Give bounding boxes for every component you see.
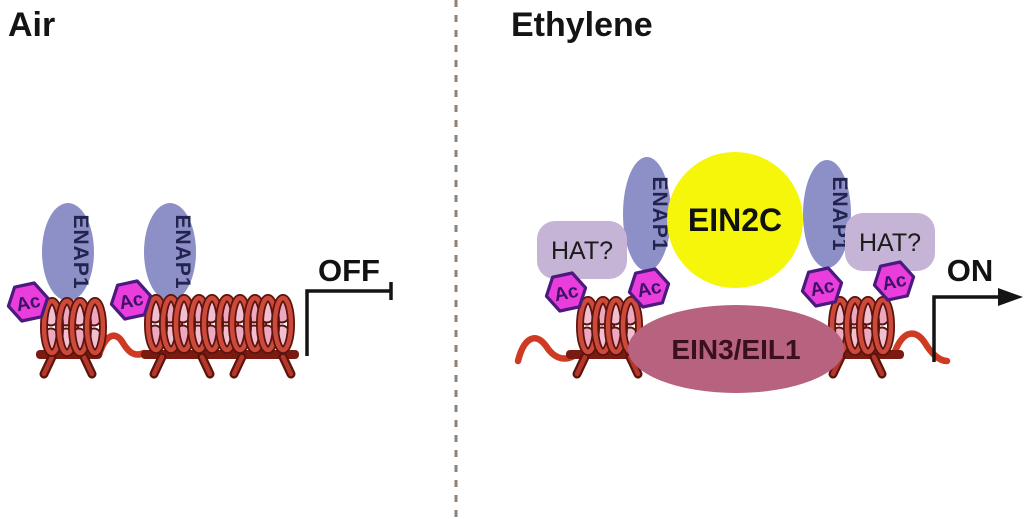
nucleosome bbox=[259, 298, 292, 350]
hat-label: HAT? bbox=[859, 229, 921, 257]
ac-hexagon: Ac bbox=[624, 265, 674, 311]
ac-label: Ac bbox=[880, 270, 909, 296]
hat-box: HAT? bbox=[845, 213, 935, 271]
ethylene-panel: Ethylene ENAP1 ENAP1 EIN2C HAT? HAT? bbox=[511, 6, 1023, 393]
dna-leg bbox=[39, 352, 296, 379]
ethylene-title: Ethylene bbox=[511, 6, 653, 44]
ein2c-label: EIN2C bbox=[688, 202, 782, 238]
enap1-oval: ENAP1 bbox=[144, 203, 196, 301]
ein3-eil1-label: EIN3/EIL1 bbox=[671, 334, 800, 365]
enap1-oval: ENAP1 bbox=[623, 157, 671, 271]
nucleosome bbox=[71, 301, 104, 353]
nucleosome bbox=[859, 300, 892, 352]
on-label: ON bbox=[947, 253, 994, 288]
ac-hexagon: Ac bbox=[541, 269, 591, 315]
enap1-label: ENAP1 bbox=[171, 214, 194, 289]
hat-box: HAT? bbox=[537, 221, 627, 279]
ac-label: Ac bbox=[635, 277, 664, 303]
hat-label: HAT? bbox=[551, 237, 613, 265]
off-label: OFF bbox=[318, 253, 380, 288]
ein3-eil1-ellipse: EIN3/EIL1 bbox=[628, 305, 844, 393]
transcription-arrow-line bbox=[932, 295, 1002, 362]
ac-label: Ac bbox=[552, 281, 581, 307]
ac-label: Ac bbox=[14, 291, 43, 317]
ac-hexagon: Ac bbox=[106, 277, 156, 323]
air-title: Air bbox=[8, 6, 55, 44]
enap1-label: ENAP1 bbox=[69, 214, 92, 289]
ac-hexagon: Ac bbox=[869, 258, 919, 304]
ac-hexagon: Ac bbox=[797, 264, 847, 310]
ac-label: Ac bbox=[117, 289, 146, 315]
enap1-label: ENAP1 bbox=[648, 176, 671, 251]
ac-label: Ac bbox=[808, 276, 837, 302]
enap1-oval: ENAP1 bbox=[803, 160, 851, 268]
on-transcription-arrow: ON bbox=[932, 253, 1023, 362]
enap1-oval: ENAP1 bbox=[42, 203, 94, 301]
repression-line bbox=[305, 289, 391, 356]
off-repression-symbol: OFF bbox=[305, 253, 393, 356]
dna-strand bbox=[890, 330, 951, 365]
air-panel: Air ENAP1 ENAP1 bbox=[3, 6, 393, 379]
transcription-arrowhead bbox=[998, 288, 1023, 306]
ein2c-circle: EIN2C bbox=[667, 152, 803, 288]
ac-hexagon: Ac bbox=[3, 279, 53, 325]
dna-strand bbox=[514, 335, 576, 365]
